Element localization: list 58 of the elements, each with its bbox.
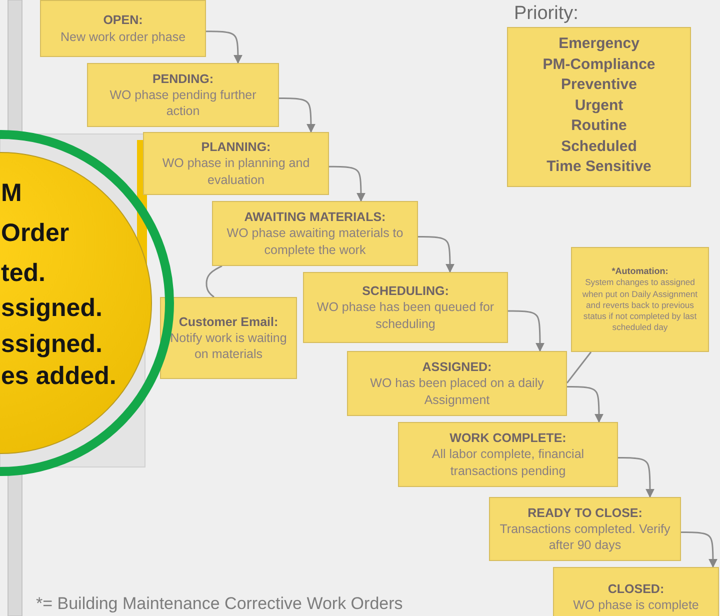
footnote: *= Building Maintenance Corrective Work Orders <box>36 594 403 614</box>
phase-description: System changes to assigned when put on Daily Assignment and reverts back to previous status if not completed by last scheduled day <box>581 277 699 334</box>
phase-box <box>553 567 719 616</box>
highlight-text: ssigned. <box>1 330 102 359</box>
phase-box <box>398 422 618 487</box>
phase-description: WO phase in planning and evaluation <box>161 155 311 188</box>
phase-description: New work order phase <box>59 28 187 45</box>
phase-box <box>143 132 329 195</box>
phase-description: Notify work is waiting on materials <box>169 330 288 362</box>
priority-item: PM-Compliance <box>542 54 656 74</box>
highlight-text: es added. <box>1 362 116 391</box>
highlight-text: ssigned. <box>1 294 102 323</box>
connector-line <box>206 265 222 298</box>
arrow <box>279 97 316 133</box>
phase-box <box>87 63 279 127</box>
phase-title: WORK COMPLETE: <box>448 430 568 446</box>
arrow <box>206 30 242 64</box>
priority-item: Urgent <box>574 96 624 116</box>
phase-description: All labor complete, financial transactions pending <box>430 446 586 479</box>
arrow <box>618 457 654 498</box>
arrow <box>329 166 366 202</box>
phase-box <box>347 351 567 416</box>
highlight-text: Order <box>1 219 70 248</box>
phase-box <box>489 497 681 561</box>
phase-title: *Automation: <box>610 266 670 278</box>
phase-box <box>160 297 297 379</box>
phase-box <box>571 247 709 352</box>
arrow <box>567 386 604 423</box>
arrow <box>418 236 454 273</box>
highlight-text: M <box>1 179 22 208</box>
priority-item: Preventive <box>560 75 638 95</box>
phase-description: WO phase is complete <box>572 597 700 614</box>
phase-description: WO phase has been queued for scheduling <box>316 299 496 332</box>
priority-item: Routine <box>570 116 628 136</box>
phase-title: AWAITING MATERIALS: <box>243 209 387 226</box>
phase-title: READY TO CLOSE: <box>526 504 644 521</box>
phase-title: SCHEDULING: <box>361 283 450 300</box>
phase-description: WO phase pending further action <box>108 86 258 120</box>
connector-line <box>566 352 592 384</box>
priority-item: Emergency <box>558 34 640 54</box>
list-heading: Priority: <box>514 2 578 25</box>
phase-title: PLANNING: <box>200 139 272 156</box>
phase-title: PENDING: <box>151 70 215 87</box>
priority-item: Scheduled <box>560 136 638 156</box>
phase-title: CLOSED: <box>606 580 666 597</box>
phase-box <box>40 0 206 57</box>
phase-description: WO has been placed on a daily Assignment <box>369 375 545 408</box>
phase-box <box>212 201 418 266</box>
phase-title: ASSIGNED: <box>421 359 493 376</box>
phase-title: Customer Email: <box>178 314 280 330</box>
highlight-text: ted. <box>1 259 46 288</box>
phase-description: Transactions completed. Verify after 90 days <box>498 520 672 554</box>
phase-description: WO phase awaiting materials to complete the work <box>226 225 404 258</box>
arrow <box>508 310 544 352</box>
phase-box <box>303 272 508 343</box>
phase-title: OPEN: <box>102 12 144 28</box>
priority-item: Time Sensitive <box>546 157 652 177</box>
arrow <box>681 531 718 568</box>
